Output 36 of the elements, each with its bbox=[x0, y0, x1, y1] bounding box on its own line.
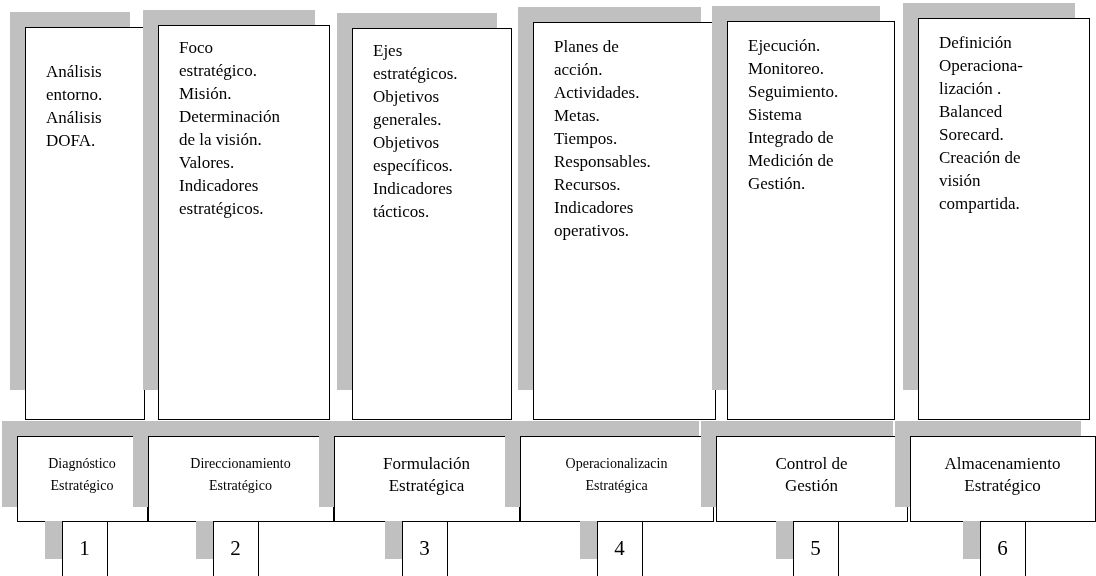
activity-list: Definición Operaciona- lización . Balanced Sorecard. Creación de visión compartida. bbox=[939, 31, 1051, 215]
number-box bbox=[597, 521, 643, 576]
stage-name: Almacenamiento Estratégico bbox=[943, 453, 1062, 497]
stage-box bbox=[520, 436, 714, 522]
activity-list: Análisis entorno. Análisis DOFA. bbox=[46, 60, 134, 152]
stage-number: 5 bbox=[809, 536, 822, 560]
stage-box bbox=[716, 436, 908, 522]
stage-box bbox=[334, 436, 520, 522]
stage-number: 4 bbox=[613, 536, 626, 560]
stage-name: Diagnóstico Estratégico bbox=[47, 455, 117, 495]
stage-name: Formulación Estratégica bbox=[382, 453, 471, 497]
activity-box bbox=[25, 27, 145, 420]
number-box bbox=[980, 521, 1026, 576]
activity-list: Planes de acción. Actividades. Metas. Tiempos. Responsables. Recursos. Indicadores operativos. bbox=[554, 35, 666, 242]
stage-number: 6 bbox=[996, 536, 1009, 560]
stage-number: 3 bbox=[418, 536, 431, 560]
stage-number: 1 bbox=[78, 536, 91, 560]
number-box bbox=[213, 521, 259, 576]
activity-box bbox=[158, 25, 330, 420]
number-box bbox=[793, 521, 839, 576]
activity-list: Ejecución. Monitoreo. Seguimiento. Sistema Integrado de Medición de Gestión. bbox=[748, 34, 860, 195]
number-box bbox=[402, 521, 448, 576]
stage-box bbox=[148, 436, 334, 522]
activity-box bbox=[352, 28, 512, 420]
activity-box bbox=[533, 22, 716, 420]
activity-list: Foco estratégico. Misión. Determinación de la visión. Valores. Indicadores estratégicos. bbox=[179, 36, 291, 220]
stage-name: Operacionalizacin Estratégica bbox=[564, 455, 669, 495]
stage-name: Control de Gestión bbox=[774, 453, 849, 497]
stage-number: 2 bbox=[229, 536, 242, 560]
stage-box bbox=[17, 436, 148, 522]
stage-box bbox=[910, 436, 1096, 522]
stage-name: Direccionamiento Estratégico bbox=[189, 455, 292, 495]
number-box bbox=[62, 521, 108, 576]
activity-box bbox=[918, 18, 1090, 420]
activity-list: Ejes estratégicos. Objetivos generales. Objetivos específicos. Indicadores tácticos. bbox=[373, 39, 478, 223]
activity-box bbox=[727, 21, 895, 420]
